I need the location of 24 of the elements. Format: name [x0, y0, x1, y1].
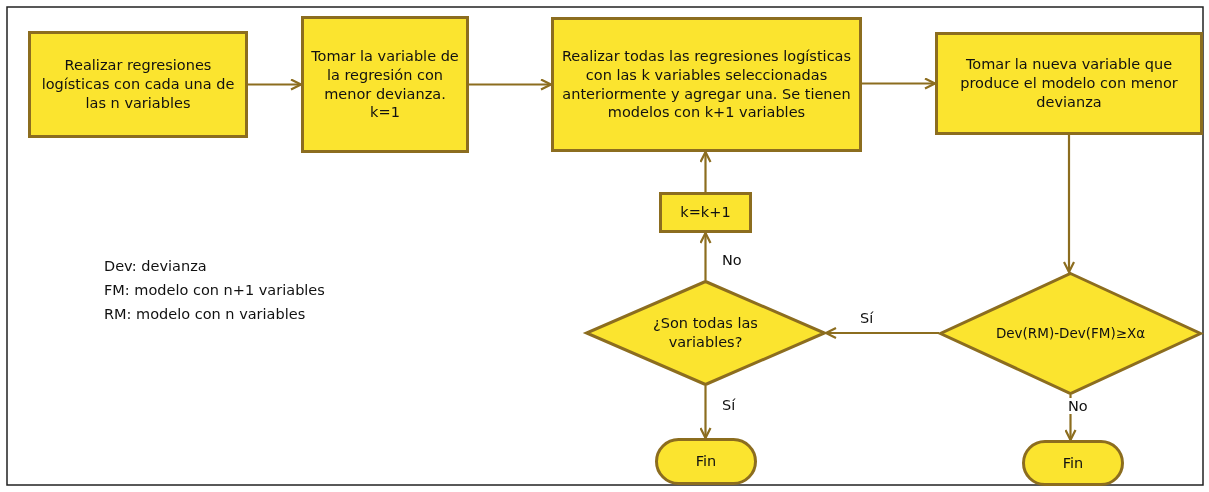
arrow	[699, 231, 712, 280]
edge-label: Sí	[858, 310, 876, 326]
process-box: Realizar regresiones logísticas con cada una de las n variables	[28, 31, 248, 138]
terminal-box: Fin	[655, 438, 757, 485]
legend-note: RM: modelo con n variables	[104, 306, 306, 322]
arrow	[469, 78, 553, 91]
decision-diamond: Dev(RM)-Dev(FM)≥Xα	[939, 272, 1202, 395]
legend-note: FM: modelo con n+1 variables	[104, 282, 325, 298]
arrow	[862, 77, 937, 90]
arrow	[248, 78, 303, 91]
legend-note: Dev: devianza	[104, 258, 207, 274]
decision-diamond: ¿Son todas las variables?	[585, 280, 826, 386]
process-box: Tomar la nueva variable que produce el modelo con menor devianza	[935, 32, 1203, 135]
edge-label: Sí	[720, 397, 738, 413]
process-box: Tomar la variable de la regresión con menor devianza. k=1	[301, 16, 469, 153]
edge-label: No	[1066, 398, 1090, 414]
process-box: k=k+1	[659, 192, 752, 233]
process-box: Realizar todas las regresiones logísticas con las k variables seleccionadas anteriormente y agregar una. Se tienen modelos con k+1 variables	[551, 17, 862, 152]
arrow	[699, 150, 712, 192]
arrow	[1062, 135, 1076, 274]
terminal-box: Fin	[1022, 440, 1124, 486]
edge-label: No	[720, 252, 744, 268]
arrow	[824, 326, 939, 340]
arrow	[699, 386, 712, 440]
